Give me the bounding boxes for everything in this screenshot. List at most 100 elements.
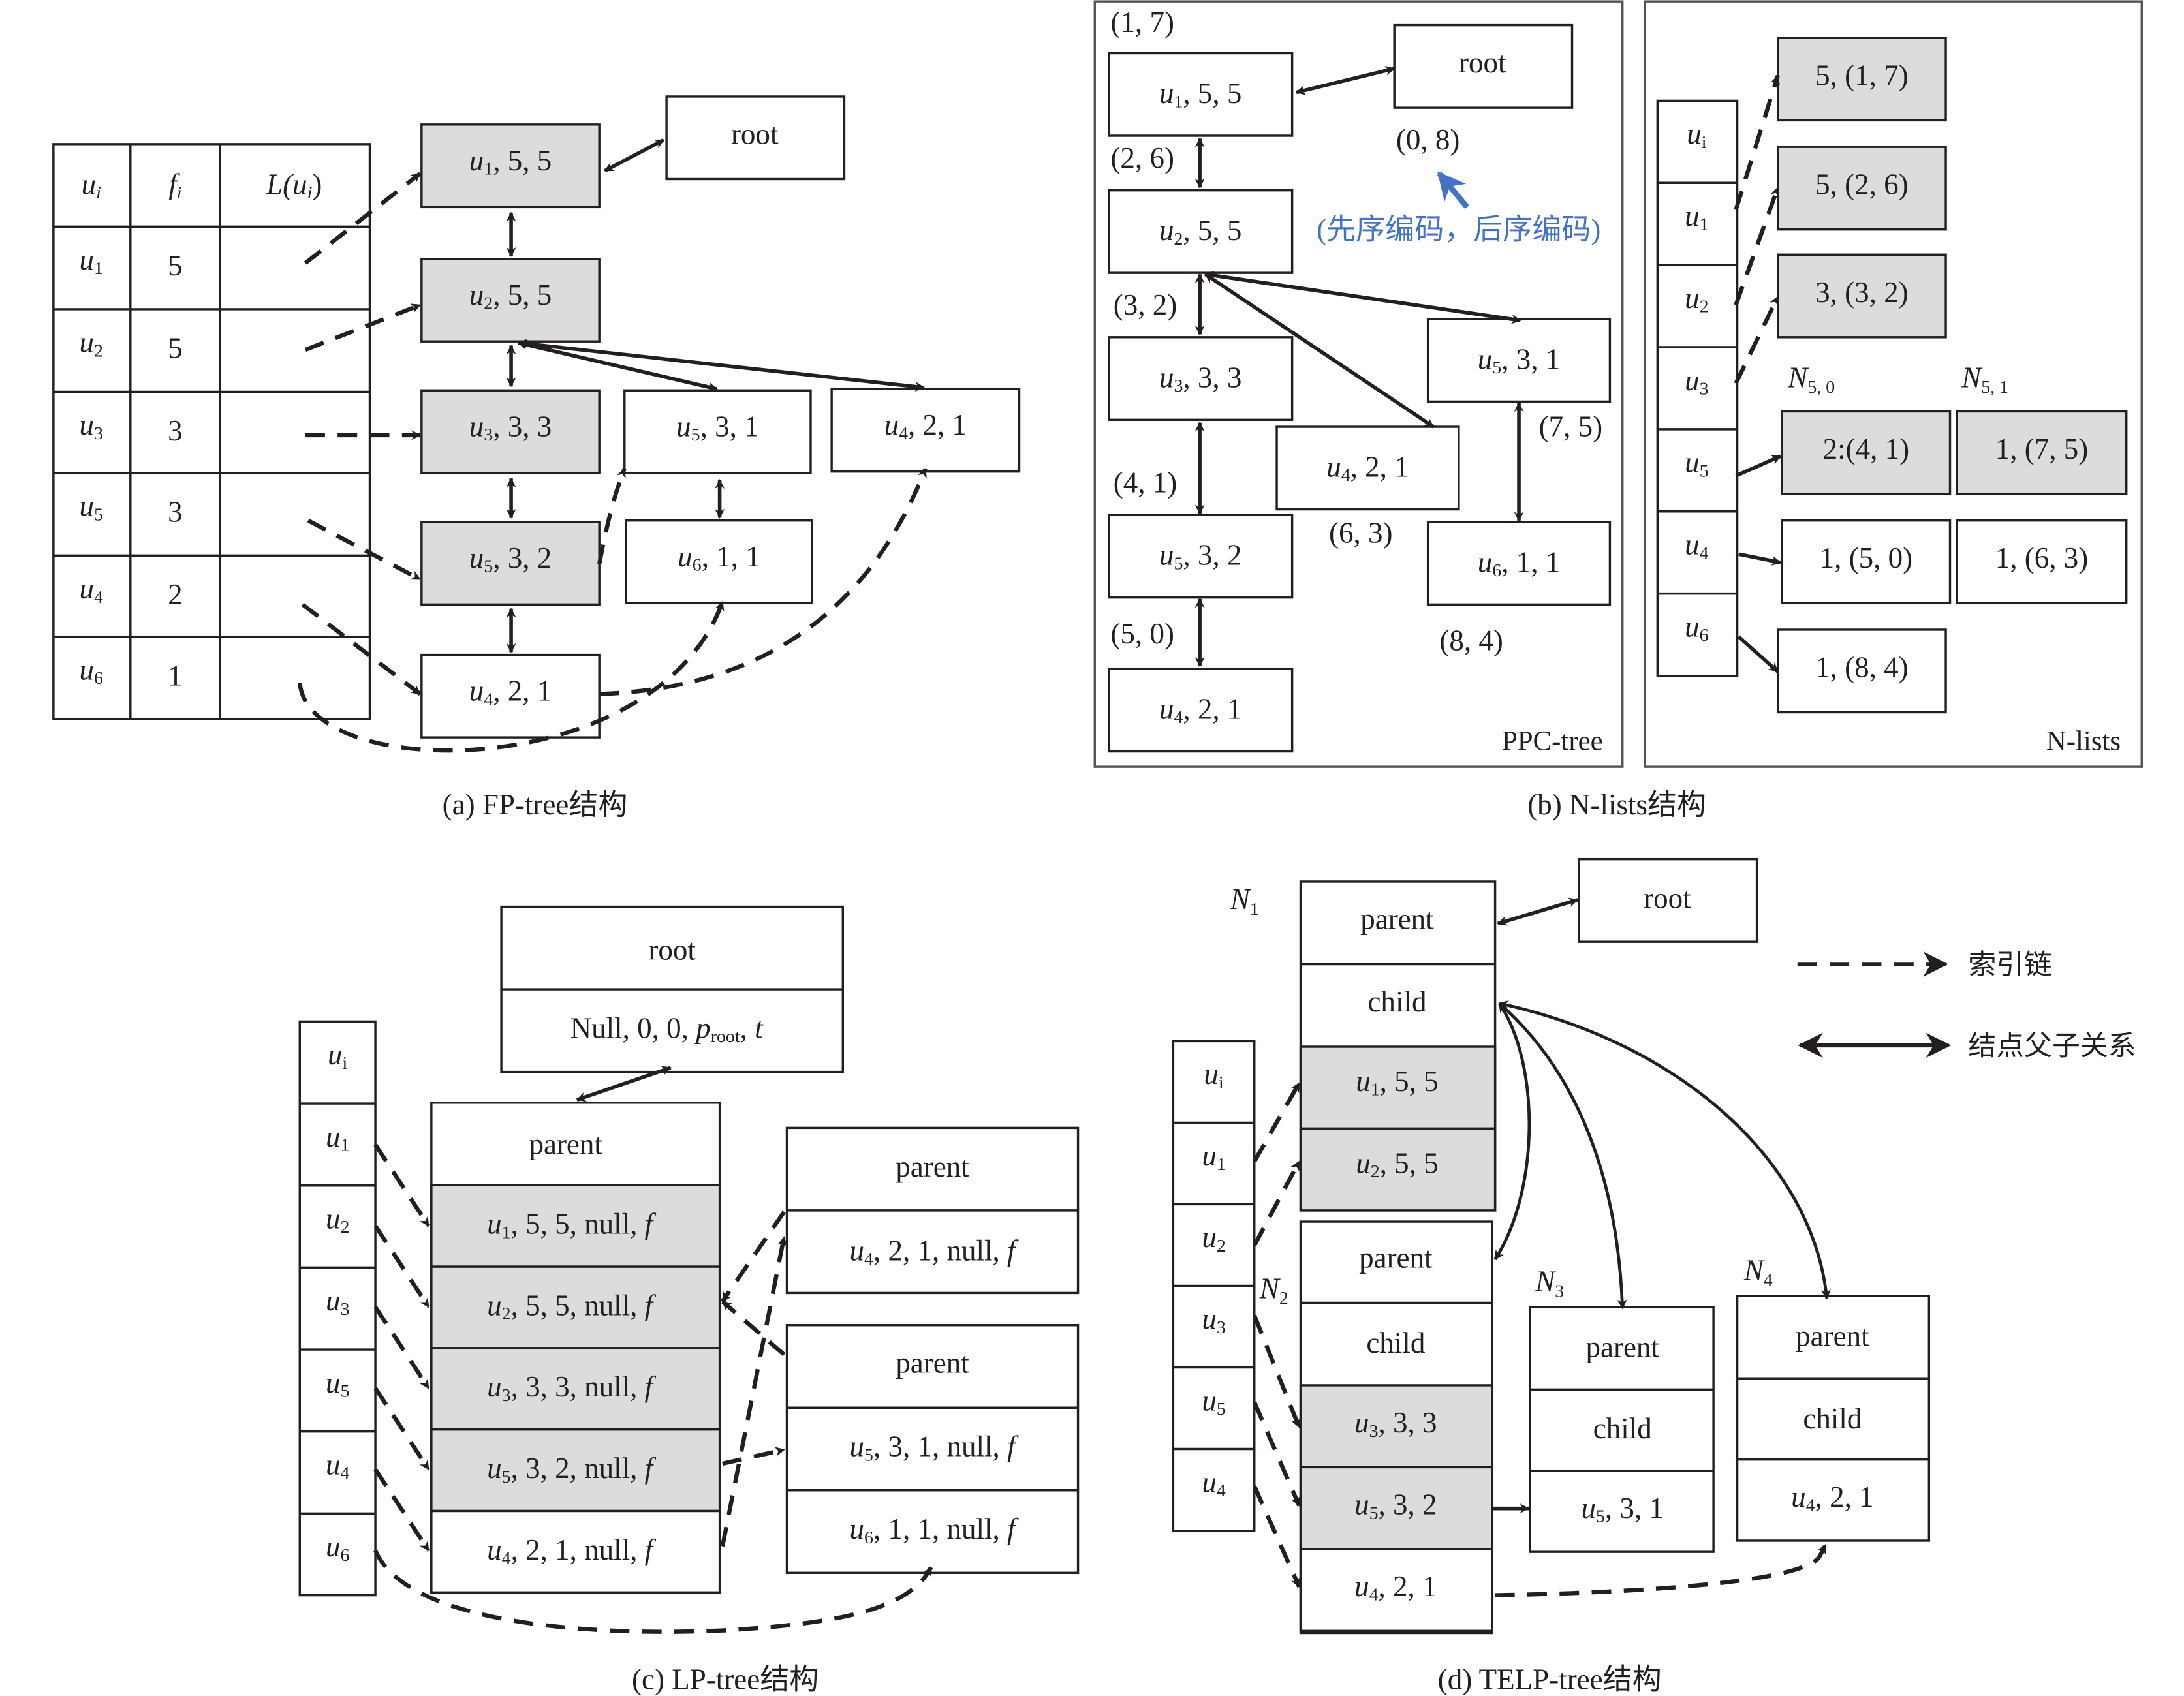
telp-edge-n1-n4 — [1498, 1000, 1831, 1300]
caption-b: (b) N-lists结构 — [1527, 788, 1706, 821]
panel-b-nlists: root (0, 8) (先序编码，后序编码) u1, 5, 5(1, 7)u2… — [1093, 0, 2144, 821]
lp-right-bottom-row-label: u6, 1, 1, null, f — [850, 1513, 1020, 1548]
fp-tree-node-label: u4, 2, 1 — [884, 409, 967, 444]
edge-u1-root — [604, 138, 665, 173]
n2-child-field: child — [1366, 1327, 1425, 1359]
ppc-code-label: (4, 1) — [1114, 466, 1178, 499]
header-item: ui — [82, 168, 101, 204]
link-u1 — [304, 172, 422, 265]
n50-label: N5, 0 — [1787, 362, 1835, 398]
table-frequency-cell: 2 — [168, 578, 183, 611]
table-item-cell: u1 — [80, 243, 103, 279]
n3-parent-field: parent — [1585, 1331, 1659, 1364]
nlist-item-cell: u6 — [1685, 611, 1709, 646]
nlist-entry — [1956, 519, 2128, 604]
lp-link-u3 — [373, 1306, 431, 1389]
link-u6 — [298, 600, 725, 753]
ppc-root-code: (0, 8) — [1396, 123, 1460, 156]
nlist-link-u6 — [1737, 635, 1779, 673]
nlist-entry-label: 1, (6, 3) — [1995, 542, 2089, 574]
ppc-tree-node-label: u6, 1, 1 — [1478, 546, 1560, 581]
lp-link-u2 — [373, 1224, 431, 1308]
nlist-item-cell: u3 — [1685, 364, 1708, 399]
nlist-item-cell: u2 — [1685, 282, 1708, 317]
nlist-item-cell: u5 — [1685, 446, 1708, 482]
table-frequency-cell: 3 — [168, 414, 183, 447]
ppc-code-label: (8, 4) — [1439, 624, 1503, 657]
n1-item-row-label: u2, 5, 5 — [1356, 1147, 1438, 1182]
lp-link-u5 — [373, 1387, 431, 1471]
telp-link-u2 — [1252, 1160, 1302, 1247]
lp-item-cell: u4 — [326, 1449, 350, 1484]
ppc-tree-frame — [1093, 0, 1624, 768]
fp-tree-node — [420, 123, 601, 209]
ppc-tree-node — [1108, 514, 1294, 599]
fp-tree-node-label: u2, 5, 5 — [469, 279, 552, 314]
lp-main-row-label: u3, 3, 3, null, f — [487, 1371, 657, 1406]
n1-label: N1 — [1230, 883, 1259, 919]
lp-main-row — [430, 1184, 721, 1268]
ppc-tree-node-label: u4, 2, 1 — [1159, 693, 1241, 728]
telp-item-cell: ui — [1204, 1058, 1224, 1094]
lp-item-cell: u5 — [326, 1366, 349, 1402]
lp-parent-link-top — [721, 1210, 786, 1303]
nlists-frame — [1644, 0, 2144, 768]
n3-child-field: child — [1593, 1412, 1652, 1445]
n2-item-row-label: u4, 2, 1 — [1354, 1570, 1437, 1605]
telp-edge-root — [1497, 897, 1579, 926]
ppc-code-label: (3, 2) — [1114, 288, 1178, 321]
n1-item-row — [1299, 1127, 1497, 1212]
edge-u2-u4b — [517, 339, 926, 392]
table-frame — [52, 143, 371, 720]
telp-root-node — [1578, 857, 1758, 943]
n4-item-row-label: u4, 2, 1 — [1791, 1481, 1873, 1516]
n2-item-row-label: u3, 3, 3 — [1354, 1406, 1437, 1442]
nlist-entry — [1956, 410, 2128, 495]
root-node — [665, 95, 846, 181]
ppc-root-label: root — [1459, 46, 1506, 79]
ppc-tree-node-label: u4, 2, 1 — [1326, 451, 1409, 486]
lp-right-top-parent: parent — [896, 1150, 969, 1183]
fp-tree-node-label: u6, 1, 1 — [678, 540, 760, 576]
n3-item-row-label: u5, 3, 1 — [1581, 1492, 1663, 1527]
lp-main-row-label: u5, 3, 2, null, f — [487, 1452, 657, 1487]
table-frequency-cell: 5 — [168, 249, 183, 282]
ppc-code-label: (2, 6) — [1110, 142, 1174, 174]
fp-tree-node — [830, 388, 1021, 473]
lp-main-row-label: u4, 2, 1, null, f — [487, 1534, 657, 1569]
telp-link-u4-next — [1495, 1543, 1828, 1597]
ppc-tree-label: PPC-tree — [1502, 726, 1603, 756]
lp-link-u1 — [373, 1143, 431, 1227]
n2-parent-field: parent — [1359, 1241, 1433, 1274]
caption-d: (d) TELP-tree结构 — [1438, 1663, 1662, 1695]
nlist-item-cell: u1 — [1685, 200, 1708, 235]
n1-item-row — [1299, 1045, 1497, 1130]
ppc-annotation: (先序编码，后序编码) — [1317, 213, 1600, 245]
ppc-code-label: (7, 5) — [1539, 410, 1603, 443]
lp-link-u6 — [373, 1549, 933, 1634]
telp-item-cell: u3 — [1202, 1303, 1225, 1338]
table-item-cell: u6 — [80, 654, 104, 689]
n4-parent-field: parent — [1796, 1320, 1869, 1353]
panel-c-lp-tree: root Null, 0, 0, proot, t uiu1u2u3u5u4u6… — [298, 905, 1080, 1695]
ppc-code-label: (1, 7) — [1110, 6, 1174, 39]
nlist-link-u5 — [1735, 454, 1782, 478]
n2-item-row — [1299, 1548, 1494, 1633]
header-node-link: L(ui) — [266, 168, 322, 204]
ppc-tree-node-label: u2, 5, 5 — [1159, 214, 1241, 249]
ppc-tree-node — [1275, 425, 1460, 511]
nlist-entry-label: 1, (7, 5) — [1995, 433, 2089, 465]
fp-tree-node — [625, 519, 813, 604]
link-u4-next — [599, 467, 928, 696]
telp-root-label: root — [1644, 882, 1691, 914]
table-frequency-cell: 5 — [168, 332, 183, 365]
ppc-code-label: (6, 3) — [1329, 517, 1393, 549]
lp-item-cell: ui — [328, 1038, 348, 1073]
lp-item-cell: u1 — [326, 1120, 349, 1156]
legend-solid-label: 结点父子关系 — [1968, 1031, 2136, 1062]
nlists-label: N-lists — [2046, 726, 2121, 756]
